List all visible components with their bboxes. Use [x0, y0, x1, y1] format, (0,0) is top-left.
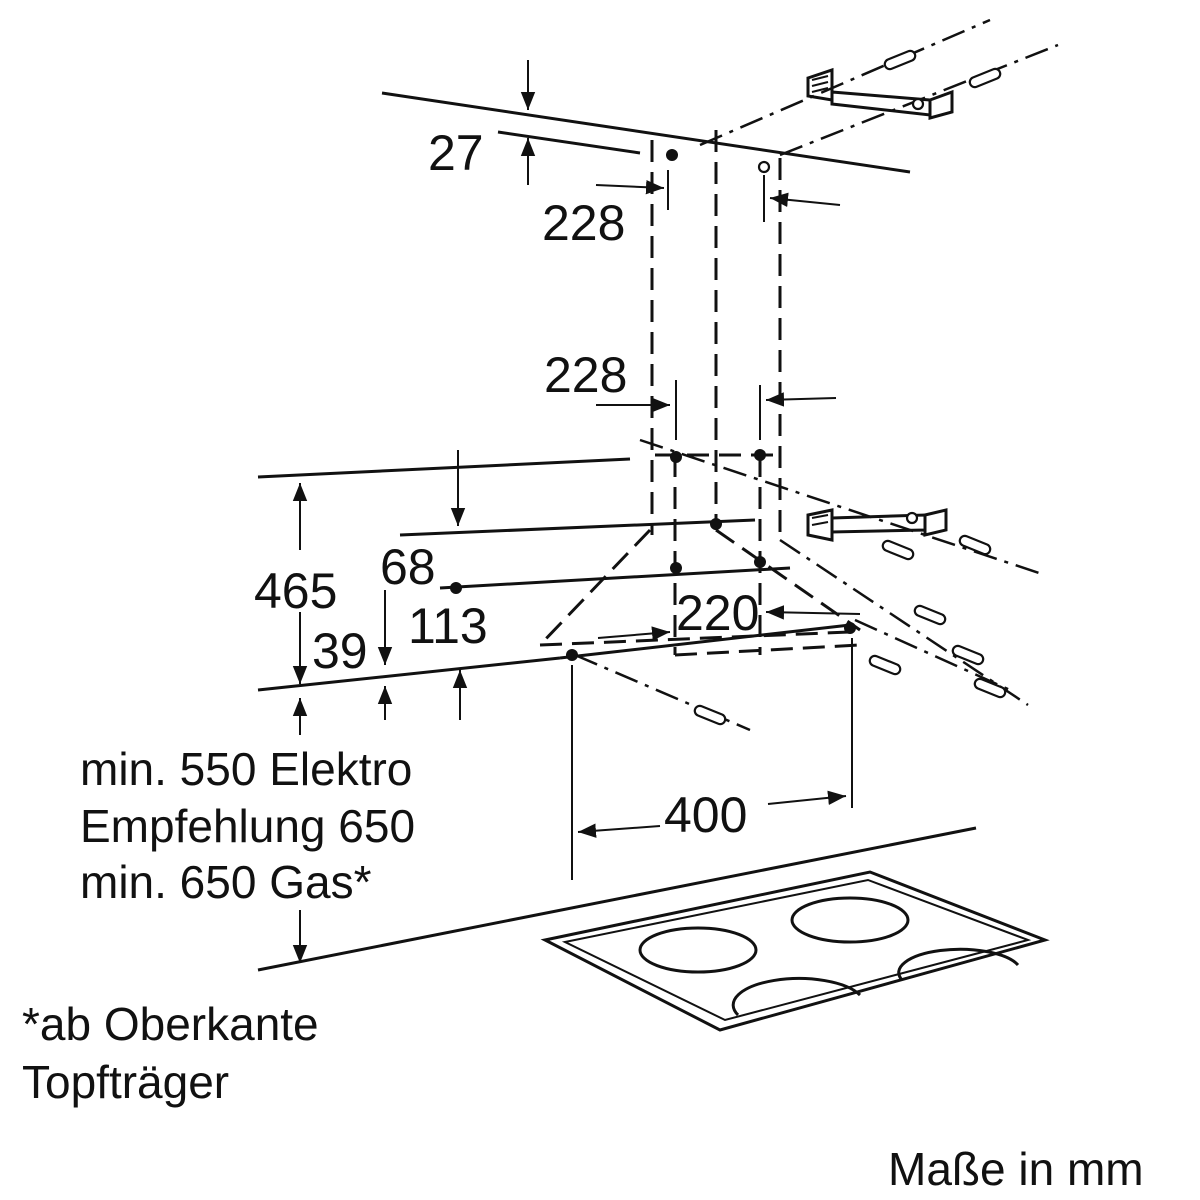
note-empfehlung-650: Empfehlung 650	[80, 800, 415, 852]
cooktop	[540, 870, 1050, 1032]
dim-113: 113	[408, 598, 488, 654]
dimension-arrows	[292, 60, 861, 963]
center-lines	[574, 18, 1059, 732]
dimension-labels: 27 228 228 465 68 113 39 220 400	[254, 125, 759, 843]
reference-lines	[257, 91, 977, 972]
mounting-holes	[450, 149, 856, 661]
dim-220: 220	[676, 585, 759, 641]
dim-68: 68	[380, 539, 436, 595]
units-label: Maße in mm	[888, 1143, 1144, 1195]
dim-39: 39	[312, 623, 368, 679]
dim-400: 400	[664, 787, 747, 843]
screws	[693, 49, 1007, 726]
note-min-550-elektro: min. 550 Elektro	[80, 743, 412, 795]
footnote-line-1: *ab Oberkante	[22, 998, 319, 1050]
note-min-650-gas: min. 650 Gas*	[80, 856, 372, 908]
dim-465: 465	[254, 563, 337, 619]
dim-228-top: 228	[542, 195, 625, 251]
dim-228-mid: 228	[544, 347, 627, 403]
upper-bracket	[806, 67, 954, 120]
footnote-line-2: Topfträger	[22, 1056, 229, 1108]
dim-27: 27	[428, 125, 484, 181]
notes: min. 550 Elektro Empfehlung 650 min. 650…	[22, 743, 1144, 1195]
lower-bracket	[806, 508, 948, 542]
